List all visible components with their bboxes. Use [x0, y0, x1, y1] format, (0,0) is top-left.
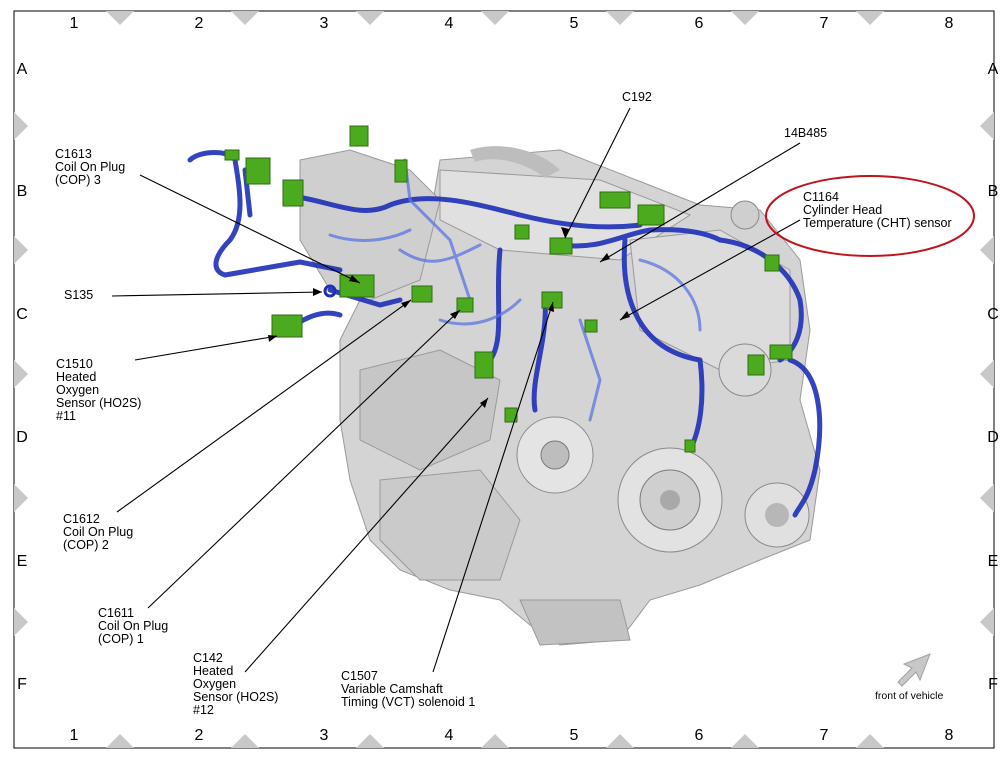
grid-col-4: 4 [444, 15, 454, 32]
leader-arrowheads [268, 227, 630, 408]
connectors [224, 125, 793, 453]
grid-col-5: 5 [569, 15, 579, 32]
callout-line: Sensor (HO2S) [193, 690, 279, 704]
callout-line: C1612 [63, 512, 100, 526]
grid-row-c-right: C [987, 306, 999, 323]
top-edge-markers [106, 11, 884, 25]
grid-col-6: 6 [694, 15, 704, 32]
callout-line: Heated [193, 664, 234, 678]
grid-col-3-bottom: 3 [319, 727, 329, 744]
grid-col-8: 8 [944, 15, 954, 32]
grid-row-a-right: A [987, 61, 999, 78]
callout-line: Heated [56, 370, 97, 384]
callout-line: C142 [193, 651, 223, 665]
callout-line: Oxygen [193, 677, 237, 691]
callout-line: Oxygen [56, 383, 100, 397]
grid-row-c: C [16, 306, 28, 323]
grid-col-2: 2 [194, 15, 204, 32]
grid-col-5-bottom: 5 [569, 727, 579, 744]
grid-col-6-bottom: 6 [694, 727, 704, 744]
grid-row-b-right: B [987, 183, 999, 200]
callout-line: (COP) 1 [98, 632, 144, 646]
right-edge-markers [980, 112, 994, 636]
highlight-ellipse [765, 175, 975, 257]
grid-row-b: B [16, 183, 28, 200]
callout-line: Coil On Plug [63, 525, 134, 539]
callout-line: Variable Camshaft [341, 682, 443, 696]
callout-s135: S135 [64, 289, 93, 302]
grid-row-e: E [16, 553, 28, 570]
c1612-connector [411, 285, 433, 303]
callout-line: Cylinder Head [803, 203, 883, 217]
front-of-vehicle-caption: front of vehicle [875, 690, 944, 702]
c142-connector [474, 351, 494, 379]
front-of-vehicle-arrow-icon [897, 653, 931, 687]
callout-c1507: C1507 Variable Camshaft Timing (VCT) sol… [341, 670, 475, 709]
callout-c1510: C1510 Heated Oxygen Sensor (HO2S) #11 [56, 358, 141, 423]
callout-c1164: C1164 Cylinder Head Temperature (CHT) se… [803, 191, 952, 230]
callout-line: #12 [193, 703, 214, 717]
callout-14b485: 14B485 [784, 127, 827, 140]
callout-c1613: C1613 Coil On Plug (COP) 3 [55, 148, 125, 187]
callout-line: (COP) 2 [63, 538, 109, 552]
grid-col-1: 1 [69, 15, 79, 32]
callout-line: 14B485 [784, 126, 828, 140]
grid-row-f: F [17, 676, 27, 693]
grid-row-f-right: F [988, 676, 998, 693]
callout-line: C1613 [55, 147, 92, 161]
callout-line: C1611 [98, 606, 134, 620]
callout-c142: C142 Heated Oxygen Sensor (HO2S) #12 [193, 652, 278, 717]
callout-line: C192 [622, 90, 652, 104]
c192-connector [549, 237, 573, 255]
bottom-edge-markers [106, 734, 884, 748]
callout-line: S135 [64, 288, 94, 302]
callout-line: #11 [56, 409, 76, 423]
callout-line: Sensor (HO2S) [56, 396, 142, 410]
grid-row-d: D [16, 429, 28, 446]
c1613-connector [339, 274, 375, 298]
callout-line: C1164 [803, 190, 839, 204]
callout-line: (COP) 3 [55, 173, 101, 187]
c1611-connector [456, 297, 474, 313]
callout-line: C1510 [56, 357, 93, 371]
callout-line: Coil On Plug [98, 619, 169, 633]
wiring-harness [187, 150, 823, 518]
callout-line: C1507 [341, 669, 378, 683]
grid-row-a: A [16, 61, 28, 78]
grid-col-2-bottom: 2 [194, 727, 204, 744]
c1510-connector [271, 314, 303, 338]
callout-line: Timing (VCT) solenoid 1 [341, 695, 476, 709]
grid-col-7-bottom: 7 [819, 727, 829, 744]
callout-line: Coil On Plug [55, 160, 126, 174]
grid-col-3: 3 [319, 15, 329, 32]
grid-col-1-bottom: 1 [69, 727, 79, 744]
grid-col-8-bottom: 8 [944, 727, 954, 744]
callout-c192: C192 [622, 91, 652, 104]
grid-row-e-right: E [987, 553, 999, 570]
s135-splice [323, 284, 337, 298]
callout-c1612: C1612 Coil On Plug (COP) 2 [63, 513, 133, 552]
leader-lines [111, 107, 801, 673]
grid-col-4-bottom: 4 [444, 727, 454, 744]
callout-c1611: C1611 Coil On Plug (COP) 1 [98, 607, 168, 646]
grid-row-d-right: D [987, 429, 999, 446]
grid-col-7: 7 [819, 15, 829, 32]
left-edge-markers [14, 112, 28, 636]
callout-line: Temperature (CHT) sensor [803, 216, 952, 230]
